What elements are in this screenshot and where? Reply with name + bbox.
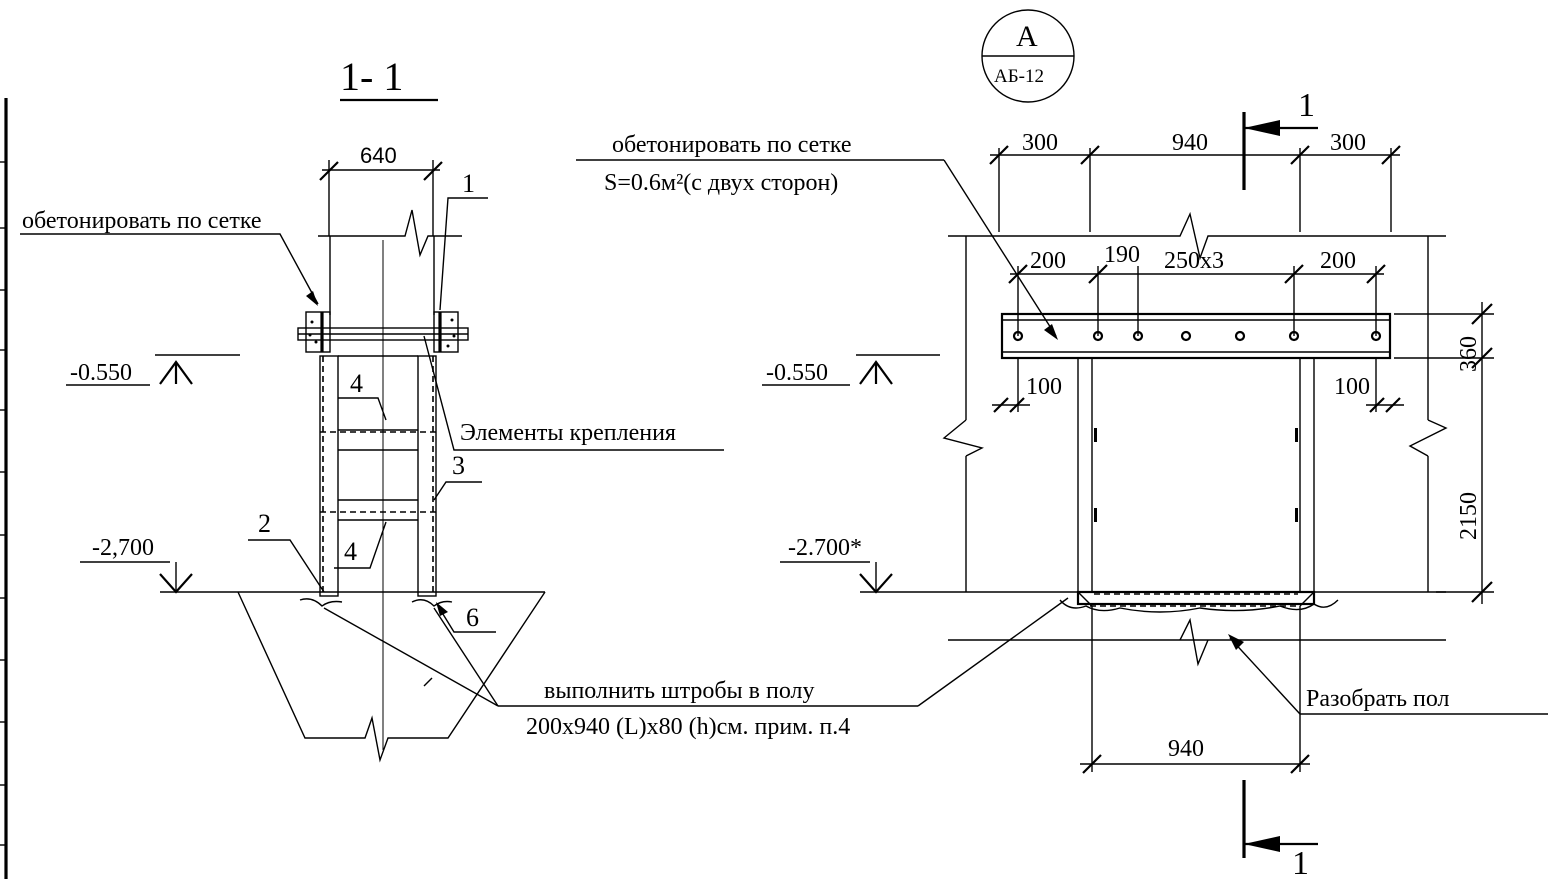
section-trench bbox=[237, 591, 546, 763]
section-cut-bottom: 1 bbox=[1242, 780, 1318, 879]
elevation-level-top: -0.550 bbox=[762, 354, 940, 386]
dim-bolt-2: 190 bbox=[1104, 242, 1140, 268]
elevation-view: А АБ-12 1 1 обетонировать по сетке S=0.6… bbox=[576, 9, 1548, 879]
dim-top-3: 300 bbox=[1330, 130, 1366, 156]
dim-bolt-4: 200 bbox=[1320, 248, 1356, 274]
tag-1: 1 bbox=[462, 169, 475, 198]
callout-letter: А bbox=[1016, 20, 1038, 53]
dimension-chain-top: 300 940 300 bbox=[989, 130, 1401, 232]
section-mark-bottom: 1 bbox=[1292, 845, 1309, 879]
floor-removal-note: Разобрать пол bbox=[1306, 686, 1450, 712]
dimension-bottom: 940 bbox=[1080, 606, 1310, 774]
section-1-1: 1- 1 640 bbox=[20, 54, 724, 763]
dimension-edges: 100 100 bbox=[992, 358, 1404, 413]
elevation-level-top-label: -0.550 bbox=[766, 360, 828, 386]
section-level-top-label: -0.550 bbox=[70, 360, 132, 386]
tag-4b: 4 bbox=[344, 537, 357, 566]
dim-edge-right: 100 bbox=[1334, 374, 1370, 400]
groove-note: выполнить штробы в полу 200х940 (L)х80 (… bbox=[323, 597, 1069, 740]
dim-top-1: 300 bbox=[1022, 130, 1058, 156]
frame-posts bbox=[319, 355, 437, 597]
groove-note-line1: выполнить штробы в полу bbox=[544, 678, 815, 704]
section-cut-top: 1 bbox=[1242, 87, 1318, 190]
channel-encasement bbox=[305, 311, 459, 353]
dim-bolt-1: 200 bbox=[1030, 248, 1066, 274]
groove-note-line2: 200х940 (L)х80 (h)см. прим. п.4 bbox=[526, 714, 850, 740]
dimension-vertical: 360 2150 bbox=[1394, 302, 1494, 604]
elevation-wall bbox=[942, 211, 1448, 592]
tag-4a: 4 bbox=[350, 369, 363, 398]
lintel-beam bbox=[1000, 312, 1392, 360]
tag-2: 2 bbox=[258, 509, 271, 538]
section-note-concrete: обетонировать по сетке bbox=[22, 208, 262, 234]
elevation-level-bottom-label: -2.700* bbox=[788, 535, 862, 561]
dim-640-label: 640 bbox=[360, 143, 397, 168]
section-level-bottom: -2,700 bbox=[80, 535, 193, 594]
dim-beam-height: 360 bbox=[1456, 336, 1482, 372]
dim-bolt-3: 250х3 bbox=[1164, 248, 1224, 274]
dim-edge-left: 100 bbox=[1026, 374, 1062, 400]
section-mark-top: 1 bbox=[1298, 87, 1315, 124]
elevation-level-bottom: -2.700* bbox=[780, 535, 893, 594]
section-level-bottom-label: -2,700 bbox=[92, 535, 154, 561]
dimension-chain-bolts: 200 190 250х3 200 bbox=[1008, 242, 1386, 336]
section-fasteners-label: Элементы крепления bbox=[460, 420, 676, 446]
callout-sheet: АБ-12 bbox=[994, 66, 1044, 87]
tag-6: 6 bbox=[466, 603, 479, 632]
elevation-note-line1: обетонировать по сетке bbox=[612, 132, 852, 158]
wall-break-top bbox=[318, 209, 462, 258]
tag-3: 3 bbox=[452, 451, 465, 480]
dim-top-2: 940 bbox=[1172, 130, 1208, 156]
elevation-note-line2: S=0.6м²(с двух сторон) bbox=[604, 170, 838, 196]
section-braces bbox=[320, 429, 436, 521]
dimension-640: 640 bbox=[319, 143, 443, 236]
elevation-floor bbox=[860, 591, 1446, 667]
dim-opening-height: 2150 bbox=[1456, 492, 1482, 540]
frame-left-edge bbox=[0, 98, 8, 879]
elevation-frame bbox=[1076, 357, 1316, 607]
dim-bottom-940: 940 bbox=[1168, 736, 1204, 762]
detail-callout: А АБ-12 bbox=[981, 9, 1075, 103]
section-tags: 1 4 4 3 2 6 bbox=[248, 169, 496, 633]
section-level-top: -0.550 bbox=[66, 354, 240, 386]
section-title: 1- 1 bbox=[340, 54, 403, 99]
through-bolt bbox=[297, 324, 469, 344]
